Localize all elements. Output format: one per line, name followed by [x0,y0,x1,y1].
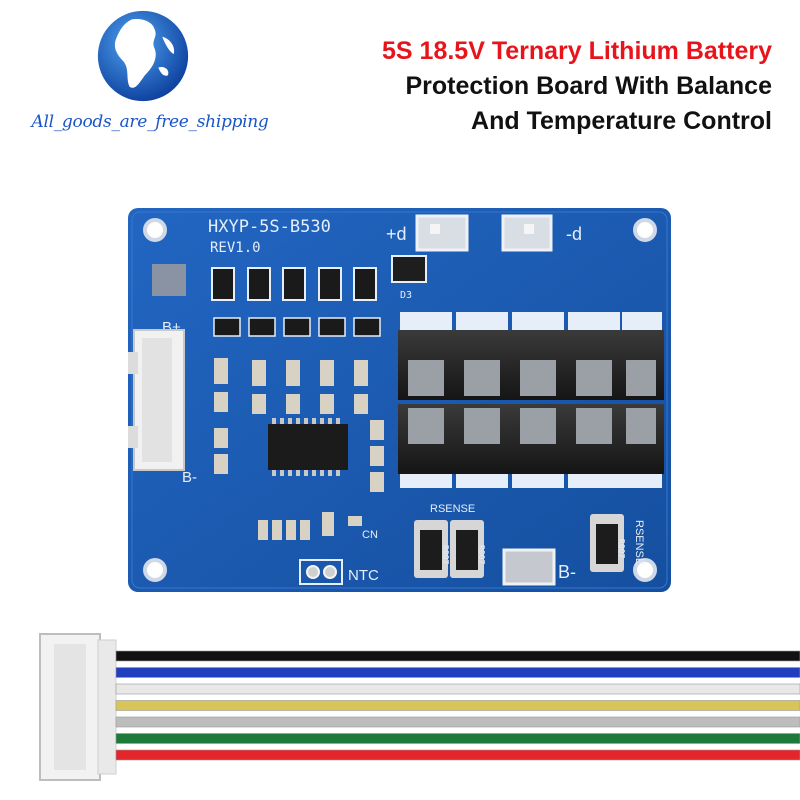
capacitor-row [258,512,362,540]
mosfet [510,312,566,400]
balance-cable [39,633,800,781]
sense-resistor: R007 [590,514,626,572]
resistor-row-top [211,267,377,301]
pad-pos-label: +d [386,224,407,244]
product-headline: 5S 18.5V Ternary Lithium Battery Protect… [382,34,772,139]
mosfet [398,312,454,400]
sense-resistor-code: R007 [441,545,450,564]
d3-label: D3 [400,290,412,301]
mosfet [618,312,664,400]
cable-wire [115,683,800,695]
b-minus-main-label: B- [558,562,576,582]
cable-wire [115,749,800,761]
pcb-board: HXYP-5S-B530 REV1.0 +d -d D3 B+ [128,208,671,592]
mosfet [510,404,566,488]
mosfet [566,404,622,488]
ntc-connector [299,559,343,585]
headline-line-1: 5S 18.5V Ternary Lithium Battery [382,37,772,65]
sense-resistor: R007 [450,520,486,578]
pad-pos [415,214,469,252]
board-balance-connector [128,329,185,471]
sense-resistor-code: R007 [477,545,486,564]
headline-line-2: Protection Board With Balance [405,72,773,100]
mounting-hole [143,218,167,242]
mounting-hole [143,558,167,582]
rsense-right-label: RSENSE [633,520,645,565]
mounting-hole [633,218,657,242]
mosfet [454,404,510,488]
globe-icon [97,10,189,102]
b-minus-pad [502,548,556,586]
cable-wire [115,667,800,678]
ntc-label: NTC [348,567,379,584]
pad-neg-label: -d [566,224,582,244]
cable-wire [115,700,800,711]
mosfet [566,312,622,400]
bms-ic-chip [268,418,348,476]
headline-line-3: And Temperature Control [471,107,772,135]
sensor-component [152,264,186,296]
resistor-column [214,358,384,492]
brand-logo: All_goods_are_free_shipping [0,8,300,138]
cn-label: CN [362,529,378,541]
cable-wire [115,733,800,744]
mounting-hole [633,558,657,582]
b-minus-label: B- [182,469,197,486]
brand-tagline: All_goods_are_free_shipping [31,112,269,132]
mosfet-array [398,312,664,488]
sense-resistor: R007 [414,520,450,578]
sense-resistor-code: R007 [617,539,626,558]
cable-wire [115,716,800,728]
mosfet [398,404,454,488]
transistor-row [213,317,381,337]
rsense-left-label: RSENSE [430,503,475,515]
mosfet [618,404,664,488]
diode-d3 [391,255,427,283]
cable-wire [115,650,800,662]
board-revision-label: REV1.0 [210,240,261,256]
board-model-label: HXYP-5S-B530 [208,217,331,237]
mosfet [454,312,510,400]
